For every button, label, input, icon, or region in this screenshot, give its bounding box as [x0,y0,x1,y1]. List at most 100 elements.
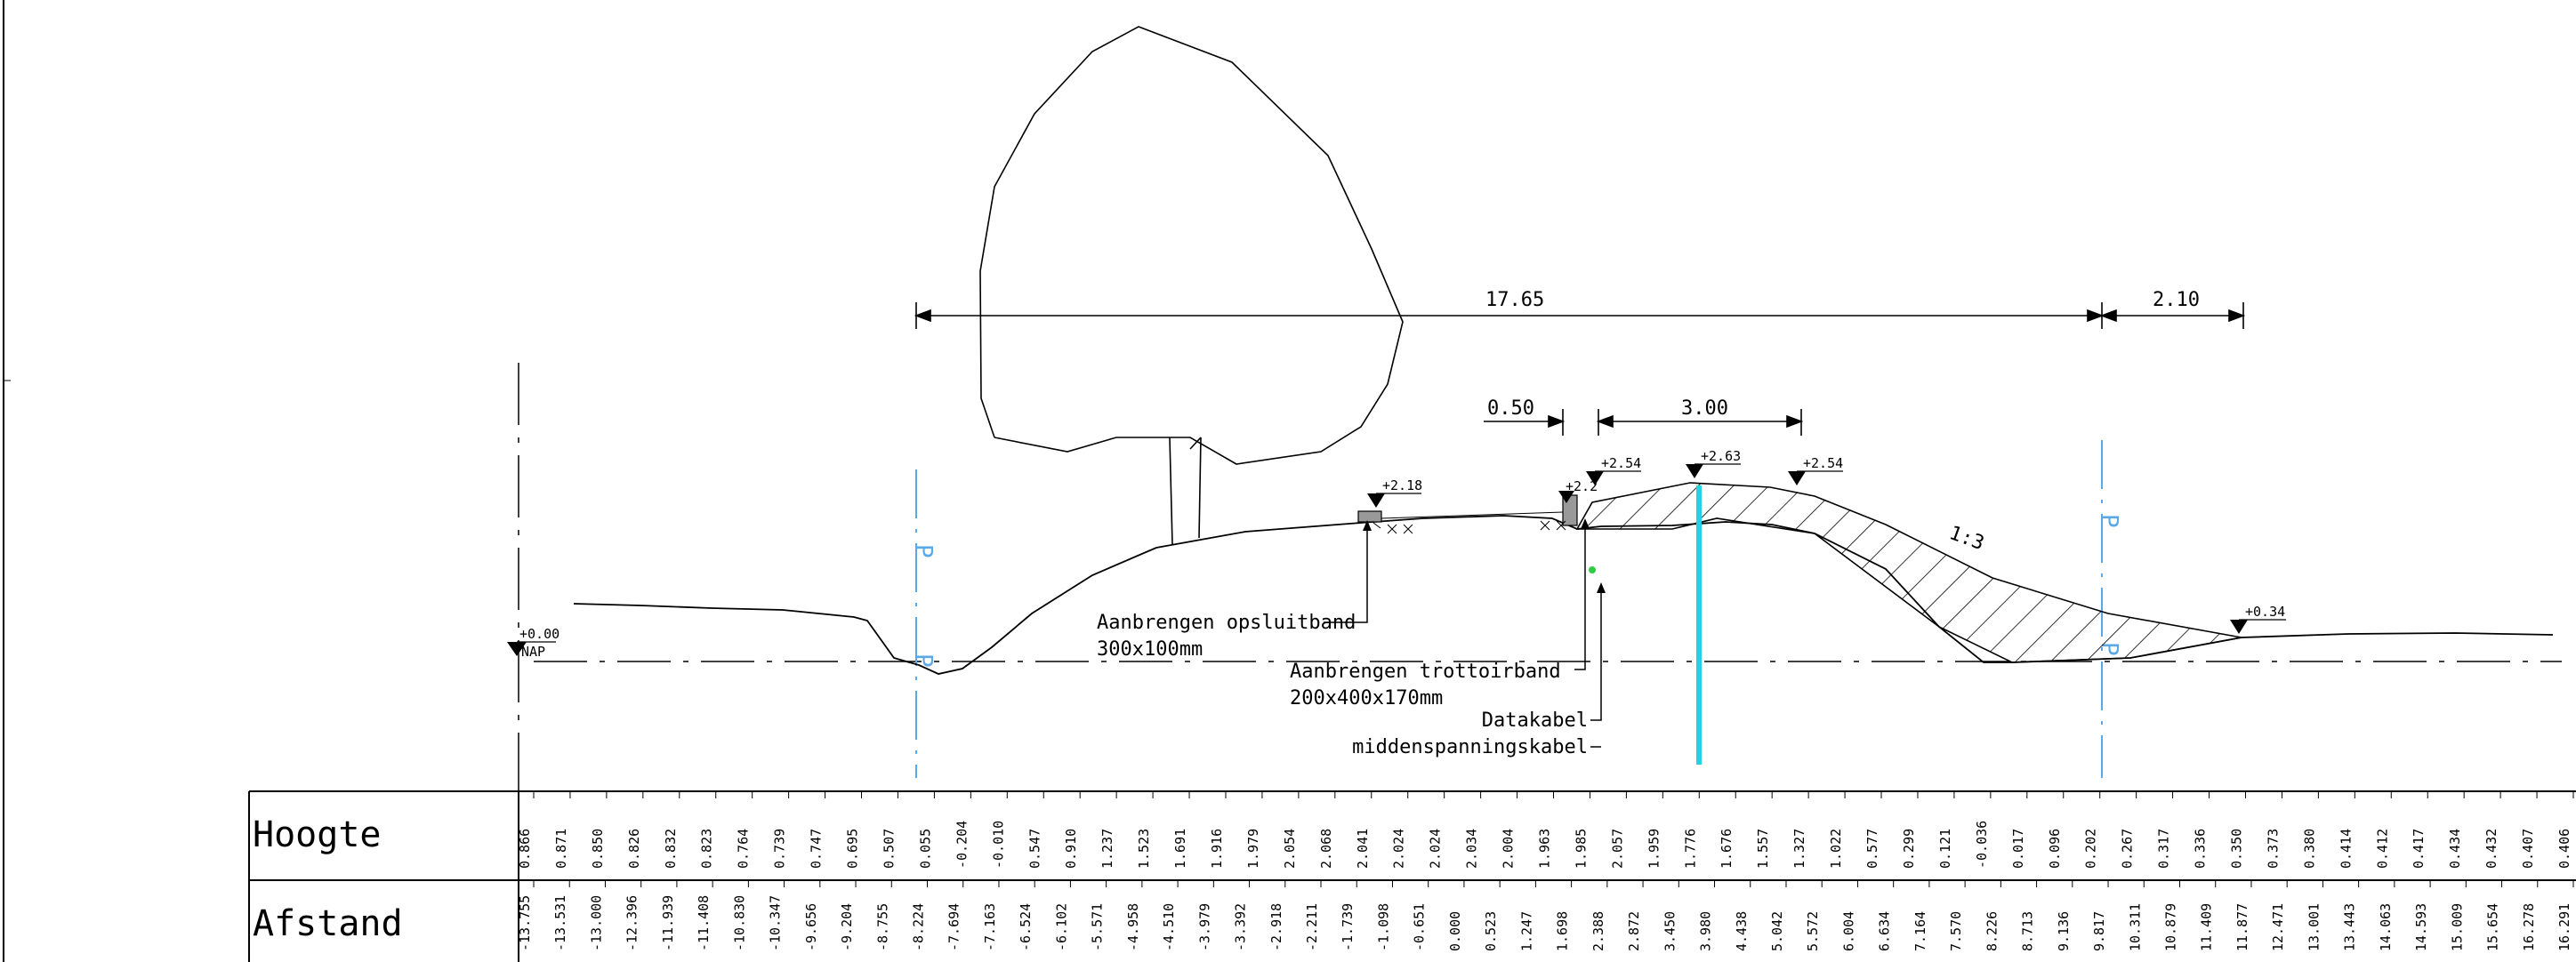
afstand-cell: 1.247 [1518,911,1534,951]
dike-hatched-body [1575,482,2242,663]
afstand-cell: -11.939 [660,895,676,951]
hoogte-cell: 0.336 [2193,829,2209,869]
hoogte-cell: -0.010 [990,821,1006,869]
hoogte-cell: 0.823 [699,829,715,869]
afstand-cell: -7.163 [982,903,998,951]
callout-opsluitband-line2: 300x100mm [1097,638,1203,661]
hoogte-cell: 0.417 [2411,829,2427,869]
callout-arrow-2 [1581,518,1590,529]
afstand-cell: 13.443 [2342,903,2358,951]
callout-arrow-3 [1597,582,1606,593]
hoogte-cell: 1.916 [1209,829,1225,869]
hoogte-cell: -0.204 [954,821,970,869]
afstand-cell: 6.634 [1877,911,1893,951]
axis-label-right: P [2096,514,2122,528]
hoogte-cell: 0.121 [1937,829,1953,869]
hoogte-cell: 1.557 [1755,829,1771,869]
afstand-cell: -13.531 [552,895,568,951]
level-label-2-54-right: +2.54 [1803,455,1843,471]
afstand-cell: 16.291 [2556,903,2572,951]
hoogte-cell: 1.237 [1099,829,1115,869]
afstand-cell: 8.713 [2020,911,2036,951]
hoogte-cell: 2.054 [1282,829,1298,869]
afstand-cell: -13.000 [588,895,604,951]
level-label-0-34: +0.34 [2245,604,2285,620]
afstand-cell: -12.396 [624,895,640,951]
afstand-cell: 14.593 [2413,903,2429,951]
afstand-cell: -8.224 [911,903,927,951]
callout-arrow-1 [1363,520,1372,531]
hoogte-cell: 0.910 [1063,829,1079,869]
tree-symbol [979,26,1404,545]
afstand-cell: 0.523 [1483,911,1499,951]
afstand-cell: 0.000 [1447,911,1463,951]
afstand-cell: -13.755 [517,895,533,951]
afstand-cell: 5.572 [1805,911,1821,951]
level-marker-2-18: +2.18 [1367,477,1422,508]
afstand-cell: 4.438 [1734,911,1750,951]
afstand-cell: 3.980 [1698,911,1714,951]
table-row-hoogte-label: Hoogte [253,814,382,855]
level-marker-2-54-right: +2.54 [1788,455,1843,485]
hoogte-cell: 2.068 [1318,829,1334,869]
hoogte-cell: 1.523 [1136,829,1152,869]
hoogte-cell: 0.577 [1864,829,1880,869]
hoogte-cell: 0.407 [2520,829,2536,869]
afstand-cell: -4.958 [1125,903,1141,951]
level-label-2-2: +2.2 [1566,478,1598,494]
level-marker-0-34: +0.34 [2230,604,2286,634]
hoogte-cell: 2.004 [1501,829,1517,869]
afstand-cell: -3.979 [1196,903,1212,951]
level-label-nap: NAP [521,644,545,660]
afstand-cell: -6.102 [1053,903,1069,951]
afstand-cell: -7.694 [946,903,962,951]
level-label-2-54-left: +2.54 [1601,455,1641,471]
hoogte-cell: 2.024 [1391,829,1407,869]
afstand-cell: 9.136 [2056,911,2072,951]
hoogte-cell: 1.963 [1537,829,1553,869]
axis-label-left-2: P [910,653,937,668]
afstand-cell: -1.739 [1340,903,1356,951]
axis-marker-right: P P [2096,440,2122,778]
hoogte-cell: 0.317 [2156,829,2172,869]
hoogte-cell: 0.350 [2228,829,2244,869]
hoogte-cell: 0.871 [553,829,569,869]
afstand-cell: 2.872 [1626,911,1642,951]
hoogte-cell: 0.380 [2301,829,2317,869]
afstand-cell: -9.656 [803,903,819,951]
hoogte-cell: 0.406 [2556,829,2572,869]
callout-opsluitband-line1: Aanbrengen opsluitband [1097,612,1356,634]
afstand-cells: -13.755-13.531-13.000-12.396-11.939-11.4… [517,880,2574,951]
afstand-cell: 6.004 [1840,911,1856,951]
hoogte-cell: 0.507 [881,829,897,869]
level-marker-2-63: +2.63 [1686,448,1741,478]
hoogte-cell: 1.776 [1682,829,1698,869]
hoogte-cell: 0.267 [2120,829,2136,869]
hoogte-cell: 0.373 [2265,829,2281,869]
hoogte-cell: 0.017 [2010,829,2026,869]
afstand-cell: 5.042 [1769,911,1785,951]
hoogte-cell: 0.764 [736,829,752,869]
afstand-cell: -2.918 [1268,903,1284,951]
afstand-cell: 9.817 [2091,911,2107,951]
hoogte-cell: 0.850 [590,829,606,869]
level-marker-nap: +0.00 NAP [507,626,559,660]
afstand-cell: 7.570 [1948,911,1964,951]
hoogte-cell: 1.022 [1828,829,1844,869]
pavement-crosshatch [1373,511,1566,534]
afstand-cell: 10.879 [2162,903,2178,951]
afstand-cell: 2.388 [1590,911,1606,951]
afstand-cell: 13.001 [2306,903,2322,951]
level-marker-2-54-left: +2.54 [1586,455,1641,485]
afstand-cell: 1.698 [1555,911,1571,951]
hoogte-cell: 0.866 [517,829,533,869]
afstand-cell: 11.877 [2234,903,2250,951]
afstand-cell: 7.164 [1912,911,1928,951]
hoogte-cell: 0.202 [2083,829,2099,869]
afstand-cell: -2.211 [1304,903,1320,951]
hoogte-cell: 1.676 [1719,829,1735,869]
dimension-label-0-50: 0.50 [1487,397,1534,420]
level-marker-2-2: +2.2 [1558,478,1598,503]
slope-label: 1:3 [1946,522,1987,555]
